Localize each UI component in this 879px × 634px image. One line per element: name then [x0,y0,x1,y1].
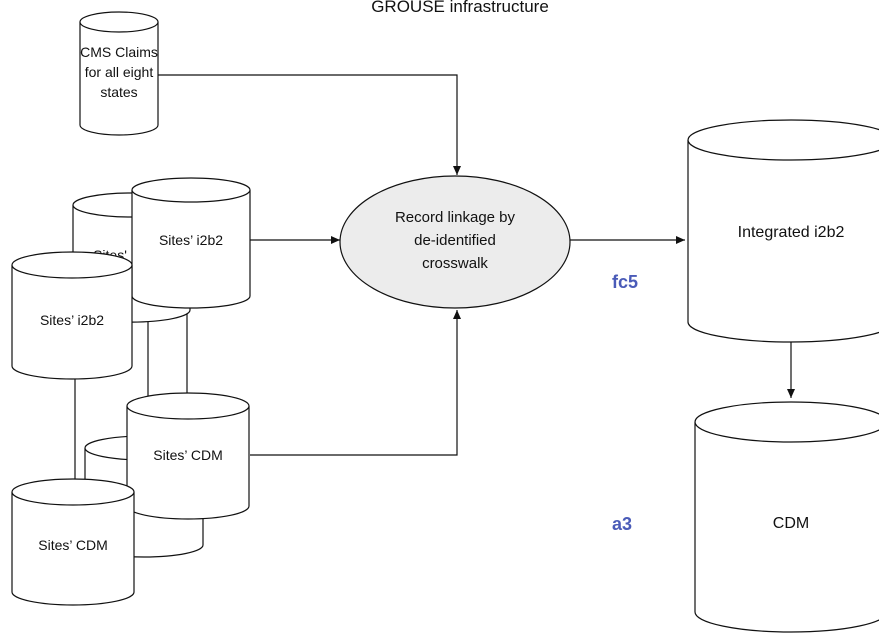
cdm-label: CDM [773,515,809,532]
cms-label-line1: CMS Claims [80,44,158,60]
sites-i2b2-upper-cylinder: Sites’ i2b2 [131,177,251,309]
edge-cdm-to-linkage [250,310,461,456]
sites-i2b2-lower-cylinder: Sites’ i2b2 [11,251,133,380]
linkage-label-line2: de-identified [414,232,496,249]
sites-i2b2-lower-label: Sites’ i2b2 [40,312,104,328]
sites-i2b2-upper-label: Sites’ i2b2 [159,232,223,248]
record-linkage-node: Record linkage by de-identified crosswal… [339,175,571,309]
edge-cms-to-linkage [158,74,461,175]
integrated-i2b2-label: Integrated i2b2 [738,224,845,241]
diagram-title: GROUSE infrastructure [371,0,549,16]
cms-label-line3: states [100,84,137,100]
tag-a3: a3 [612,514,632,534]
integrated-i2b2-cylinder: Integrated i2b2 [687,119,879,343]
sites-cdm-lower-label: Sites’ CDM [38,537,108,553]
cms-claims-cylinder: CMS Claims for all eight states [79,11,159,136]
cdm-cylinder: CDM [694,401,879,633]
sites-cdm-upper-label: Sites’ CDM [153,447,223,463]
linkage-label-line3: crosswalk [422,255,488,272]
cms-label-line2: for all eight [85,64,154,80]
sites-cdm-lower-cylinder: Sites’ CDM [11,478,135,606]
linkage-label-line1: Record linkage by [395,209,516,226]
sites-cdm-upper-cylinder: Sites’ CDM [126,392,250,520]
tag-fc5: fc5 [612,272,638,292]
